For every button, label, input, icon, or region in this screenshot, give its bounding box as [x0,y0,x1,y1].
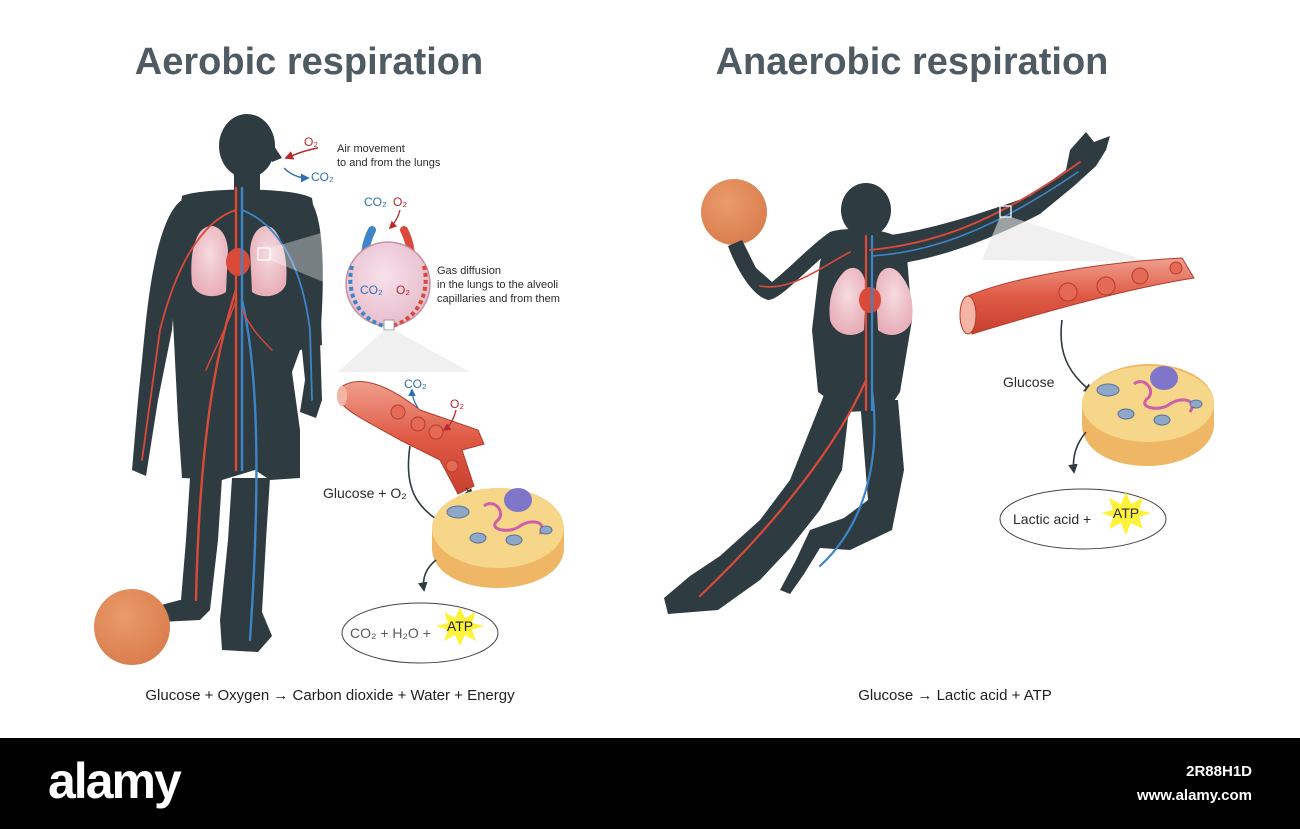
breath-o2-label: O₂ [304,135,318,149]
alveolus [345,226,431,328]
jumping-athlete-vessels [698,161,1081,598]
aerobic-products-text: CO₂ + H₂O + [350,625,431,641]
vessel-co2-label: CO₂ [404,377,427,391]
breath-co2-label: CO₂ [311,170,334,184]
site-url: www.alamy.com [1136,787,1252,804]
alveolus-o2-arrow [388,209,401,230]
atp-burst-anaerobic [1101,492,1151,535]
image-id: 2R88H1D [1186,763,1252,780]
respiration-diagram: Aerobic respiration Anaerobic respiratio… [94,41,1214,704]
standing-athlete-lungs [191,226,287,297]
zoom-beam-lung [270,228,338,288]
alveolus-o2-top: O₂ [393,195,407,209]
glucose-to-cell-arrow-anaerobic [1060,319,1094,394]
brand-logo: alamy [48,753,182,809]
gas-diffusion-label-3: capillaries and from them [437,293,560,305]
gas-diffusion-label-2: in the lungs to the alveoli [437,279,558,291]
aerobic-title: Aerobic respiration [135,41,483,83]
atp-label-anaerobic: ATP [1113,505,1139,521]
air-movement-label-1: Air movement [337,143,405,155]
alveolus-co2-top: CO₂ [364,195,387,209]
cell-to-products-arrow-aerobic [418,559,437,592]
atp-burst-aerobic [436,607,484,646]
standing-athlete-silhouette [132,114,323,652]
standing-athlete-vessels [141,186,313,642]
glucose-o2-label: Glucose + O₂ [323,485,407,501]
cell-anaerobic [1082,364,1214,466]
lung-focus-marker [257,247,271,261]
alveolus-focus-marker [383,319,395,331]
cell-to-products-arrow-anaerobic [1068,431,1087,474]
alveolus-o2-inner: O₂ [396,283,410,297]
aerobic-equation: Glucose + Oxygen → Carbon dioxide + Wate… [145,687,515,704]
anaerobic-title: Anaerobic respiration [716,41,1109,83]
capillary-aerobic [337,381,485,495]
atp-label-aerobic: ATP [447,618,473,634]
cell-aerobic [432,488,564,588]
gas-diffusion-label-1: Gas diffusion [437,265,501,277]
air-movement-label-2: to and from the lungs [337,157,441,169]
alveolus-co2-inner: CO₂ [360,283,383,297]
ball-standing [94,589,170,665]
anaerobic-equation: Glucose → Lactic acid + ATP [858,687,1052,704]
anaerobic-glucose-label: Glucose [1003,374,1055,390]
vessel-o2-label: O₂ [450,397,464,411]
zoom-beam-alveolus [338,330,470,372]
ball-jumping [701,179,767,245]
zoom-beam-arm [982,217,1150,262]
capillary-anaerobic [959,257,1195,335]
vessel-o2-arrow [442,409,457,431]
vessel-co2-arrow [408,388,419,409]
co2-exhale-arrow [283,167,310,183]
anaerobic-products-text: Lactic acid + [1013,511,1091,527]
o2-inhale-arrow [284,147,319,160]
jumping-athlete-lungs [829,267,913,335]
stock-banner: alamy 2R88H1D www.alamy.com [0,738,1300,829]
